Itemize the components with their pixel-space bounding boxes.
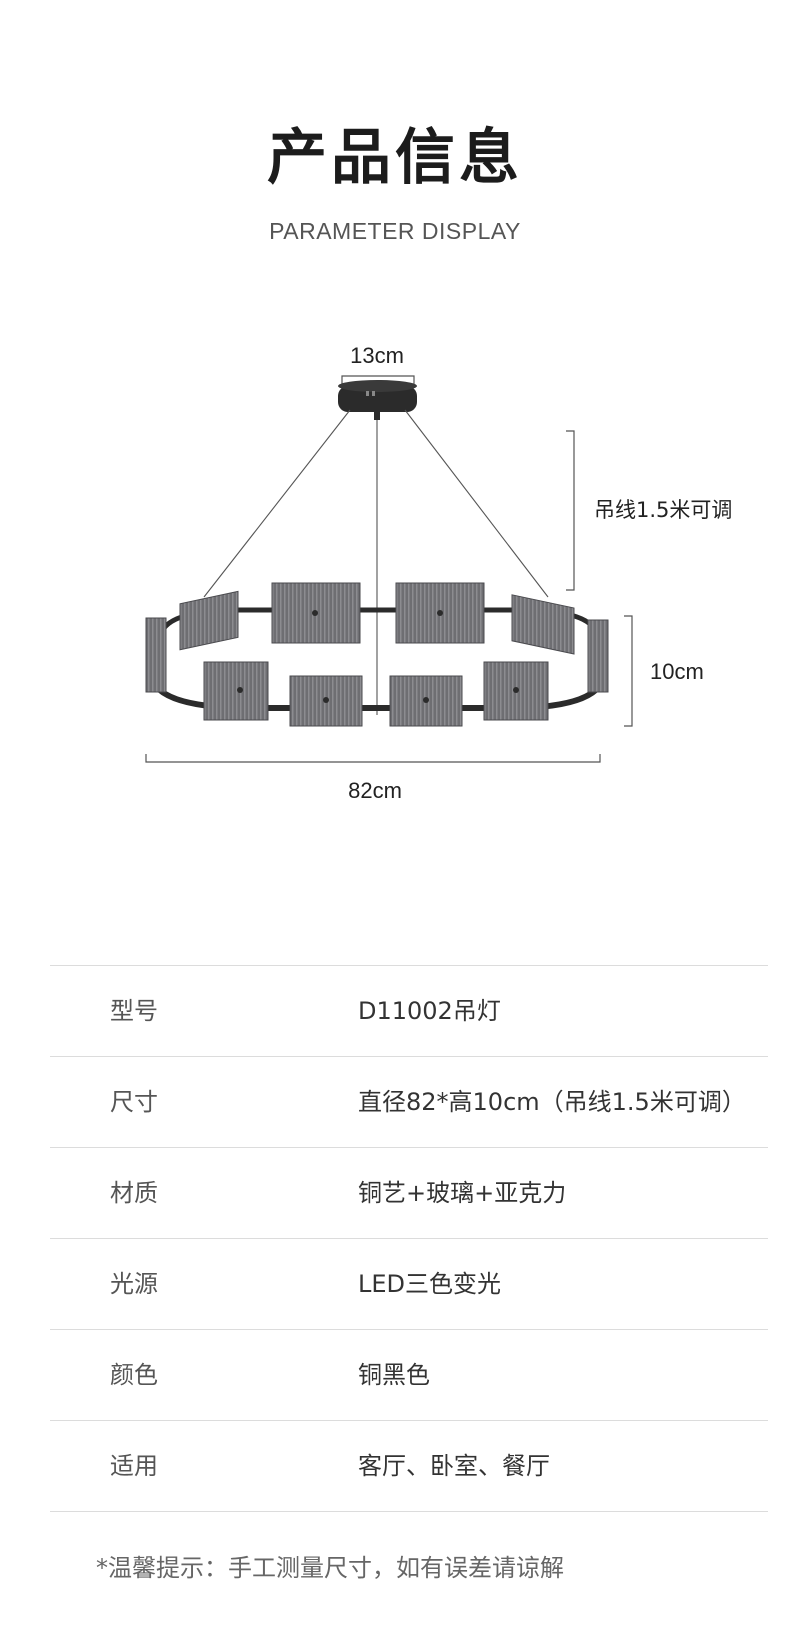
measurement-note: *温馨提示：手工测量尺寸，如有误差请谅解 (96, 1554, 564, 1582)
spec-label: 尺寸 (110, 1088, 158, 1116)
spec-value: 直径82*高10cm（吊线1.5米可调） (358, 1088, 746, 1116)
spec-value: 客厅、卧室、餐厅 (358, 1452, 550, 1480)
spec-label: 材质 (110, 1179, 158, 1207)
spec-value: LED三色变光 (358, 1270, 502, 1298)
page-title: 产品信息 (267, 123, 523, 193)
spec-row-material: 材质 铜艺+玻璃+亚克力 (50, 1147, 768, 1238)
height-label: 10cm (650, 659, 704, 684)
diameter-dimension-line (145, 754, 601, 763)
spec-label: 型号 (110, 997, 158, 1025)
canopy-width-label: 13cm (350, 343, 404, 368)
cable-dimension-line (566, 430, 575, 591)
spec-value: D11002吊灯 (358, 997, 501, 1025)
spec-row-light-source: 光源 LED三色变光 (50, 1238, 768, 1329)
suspension-cables (203, 409, 549, 715)
chandelier-diagram: 13cm 吊线1.5米可调 (145, 343, 732, 803)
spec-value: 铜艺+玻璃+亚克力 (358, 1179, 567, 1207)
canopy (338, 380, 417, 420)
glass-panels-side (145, 617, 609, 693)
spec-row-usage: 适用 客厅、卧室、餐厅 (50, 1420, 768, 1512)
spec-label: 适用 (110, 1452, 158, 1480)
glass-panels-back (179, 582, 575, 655)
spec-row-color: 颜色 铜黑色 (50, 1329, 768, 1420)
page-subtitle: PARAMETER DISPLAY (269, 218, 521, 244)
spec-row-model: 型号 D11002吊灯 (50, 965, 768, 1056)
spec-label: 颜色 (110, 1361, 158, 1389)
cable-length-label: 吊线1.5米可调 (594, 498, 732, 522)
spec-row-size: 尺寸 直径82*高10cm（吊线1.5米可调） (50, 1056, 768, 1147)
height-dimension-line (624, 615, 633, 727)
spec-label: 光源 (110, 1270, 158, 1298)
diameter-label: 82cm (348, 778, 402, 803)
canopy-dimension-line (341, 375, 415, 384)
glass-panels-front (203, 661, 549, 727)
spec-value: 铜黑色 (358, 1361, 430, 1389)
spec-table: 型号 D11002吊灯 尺寸 直径82*高10cm（吊线1.5米可调） 材质 铜… (50, 965, 768, 1512)
